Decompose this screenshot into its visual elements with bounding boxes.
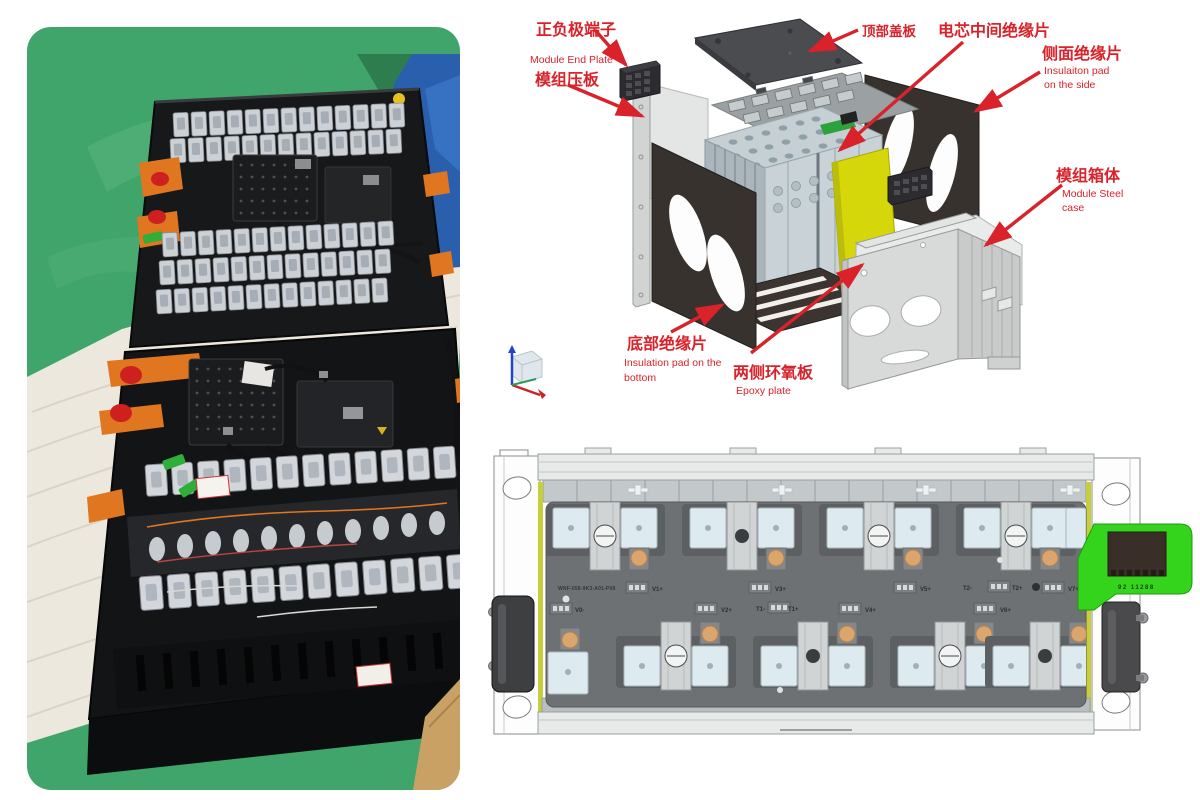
label-end-plate-zh: 模组压板 [535,70,600,89]
terminal-label: T1+ [788,607,799,613]
annotation-arrows [567,28,1064,355]
terminal-label: V1+ [652,587,663,593]
bms-box [188,358,284,446]
battery-modules-photo [27,27,460,790]
red-terminal-cap [110,404,132,422]
label-side-insulation-zh: 侧面绝缘片 [1042,44,1122,63]
terminal-label: V6+ [1000,608,1011,614]
label-terminals: 正负极端子 [536,20,616,39]
label-side-insulation-en2: on the side [1044,79,1096,91]
green-connector-clip [178,478,202,498]
orange-connector [87,489,125,523]
battery-module-lower [87,327,460,775]
label-case-en1: Module Steel [1062,188,1123,200]
label-case-en2: case [1062,202,1084,214]
inspection-sticker [195,474,231,500]
terminal-label: V4+ [865,608,876,614]
terminal-label: V3+ [775,587,786,593]
terminal-label: T2+ [1012,586,1023,592]
label-epoxy-zh: 两侧环氧板 [733,363,814,382]
label-side-insulation-en1: Insulaiton pad [1044,65,1110,77]
terminal-label: V2+ [721,608,732,614]
right-handle-block [1101,601,1149,693]
green-connector-clip [162,454,186,470]
cable [444,336,460,460]
label-mid-insulation: 电芯中间绝缘片 [938,21,1050,40]
output-connector-bracket: 92 11288 [1077,523,1193,611]
label-case-zh: 模组箱体 [1056,166,1121,185]
white-label-sticker [241,361,275,387]
green-connector-clip [142,231,164,244]
red-terminal-cap [120,366,142,384]
exploded-diagram-panel: 正负极端子 Module End Plate 模组压板 顶部盖板 电芯中间绝缘片… [490,5,1200,435]
label-epoxy-en: Epoxy plate [736,385,791,397]
terminal-label: T2- [963,586,972,592]
module-part-number: WNF-058-9K3-A01-P08 [558,586,615,592]
yellow-cap [393,93,405,105]
terminal-label: V7+ [1068,587,1079,593]
module-steel-case [841,212,1023,390]
label-bottom-insulation-en1: Insulation pad on the [624,357,722,369]
module-connector-right [887,166,933,206]
battery-photo-panel [27,27,460,790]
terminal-connector [619,60,661,102]
connector-marking: 92 11288 [1118,585,1155,591]
left-mounting-bracket [488,449,541,735]
epoxy-edge-left [538,482,543,732]
side-insulation-sheet-left [651,142,757,351]
terminal-label: V5+ [920,587,931,593]
label-end-plate-en: Module End Plate [530,54,613,66]
red-terminal-cap [148,210,166,224]
label-top-cover: 顶部盖板 [862,23,916,39]
terminal-label: V0- [575,608,584,614]
bms-box [232,154,318,222]
red-terminal-cap [151,172,169,186]
terminal-label: T1- [756,607,765,613]
electronics-box [324,166,392,224]
cell-vent-row [149,511,445,561]
electronics-box [296,380,394,448]
cad-top-view-panel: WNF-058-9K3-A01-P08 V1+ V3+ V5+ T2- T2+ … [480,440,1200,775]
inspection-sticker [355,662,393,688]
label-bottom-insulation-zh: 底部绝缘片 [627,334,707,353]
busbar-plate: WNF-058-9K3-A01-P08 V1+ V3+ V5+ T2- T2+ … [545,501,1087,708]
coordinate-axes-icon [508,345,546,399]
label-bottom-insulation-en2: bottom [624,372,656,384]
orange-connector [423,171,450,197]
tray-slot-row [135,632,444,692]
orange-connector [429,251,454,277]
connector-block [1107,531,1167,577]
battery-module-upper [128,87,454,349]
